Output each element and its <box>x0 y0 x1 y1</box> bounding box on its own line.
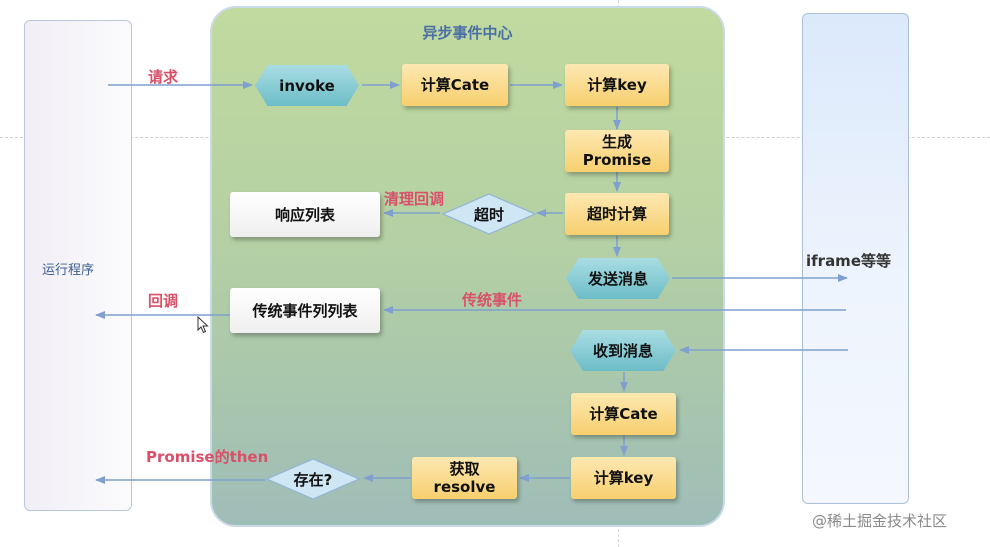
response-list-node: 响应列表 <box>230 192 380 237</box>
gen-promise-node: 生成 Promise <box>565 130 669 172</box>
iframe-lane <box>802 13 909 504</box>
callback-label: 回调 <box>148 292 179 310</box>
traditional-list-node: 传统事件列列表 <box>230 288 380 333</box>
iframe-lane-label: iframe等等 <box>806 252 891 270</box>
runtime-lane <box>24 20 132 511</box>
watermark: @稀土掘金技术社区 <box>812 512 948 530</box>
traditional-event-label: 传统事件 <box>462 291 523 309</box>
event-center-title: 异步事件中心 <box>422 24 513 42</box>
runtime-lane-label: 运行程序 <box>42 263 95 278</box>
timeout-diamond: 超时 <box>442 193 536 235</box>
invoke-node: invoke <box>255 65 359 106</box>
calc-cate-top-node: 计算Cate <box>402 64 508 106</box>
diamond-shape-timeout <box>442 193 536 235</box>
get-resolve-node: 获取 resolve <box>412 457 517 499</box>
calc-cate-bottom-node: 计算Cate <box>571 393 676 435</box>
calc-key-top-node: 计算key <box>565 64 669 106</box>
exists-label: 存在? <box>293 470 333 489</box>
exists-diamond: 存在? <box>266 458 360 500</box>
send-message-node: 发送消息 <box>566 258 670 299</box>
timeout-label: 超时 <box>473 205 504 224</box>
receive-message-node: 收到消息 <box>570 330 676 371</box>
diamond-shape-exists <box>266 458 360 500</box>
request-label: 请求 <box>148 68 179 86</box>
promise-then-label: Promise的then <box>146 448 269 466</box>
clear-callback-label: 清理回调 <box>384 190 445 208</box>
calc-key-bottom-node: 计算key <box>571 457 676 499</box>
timeout-calc-node: 超时计算 <box>565 193 669 235</box>
mouse-cursor-icon <box>197 316 209 334</box>
